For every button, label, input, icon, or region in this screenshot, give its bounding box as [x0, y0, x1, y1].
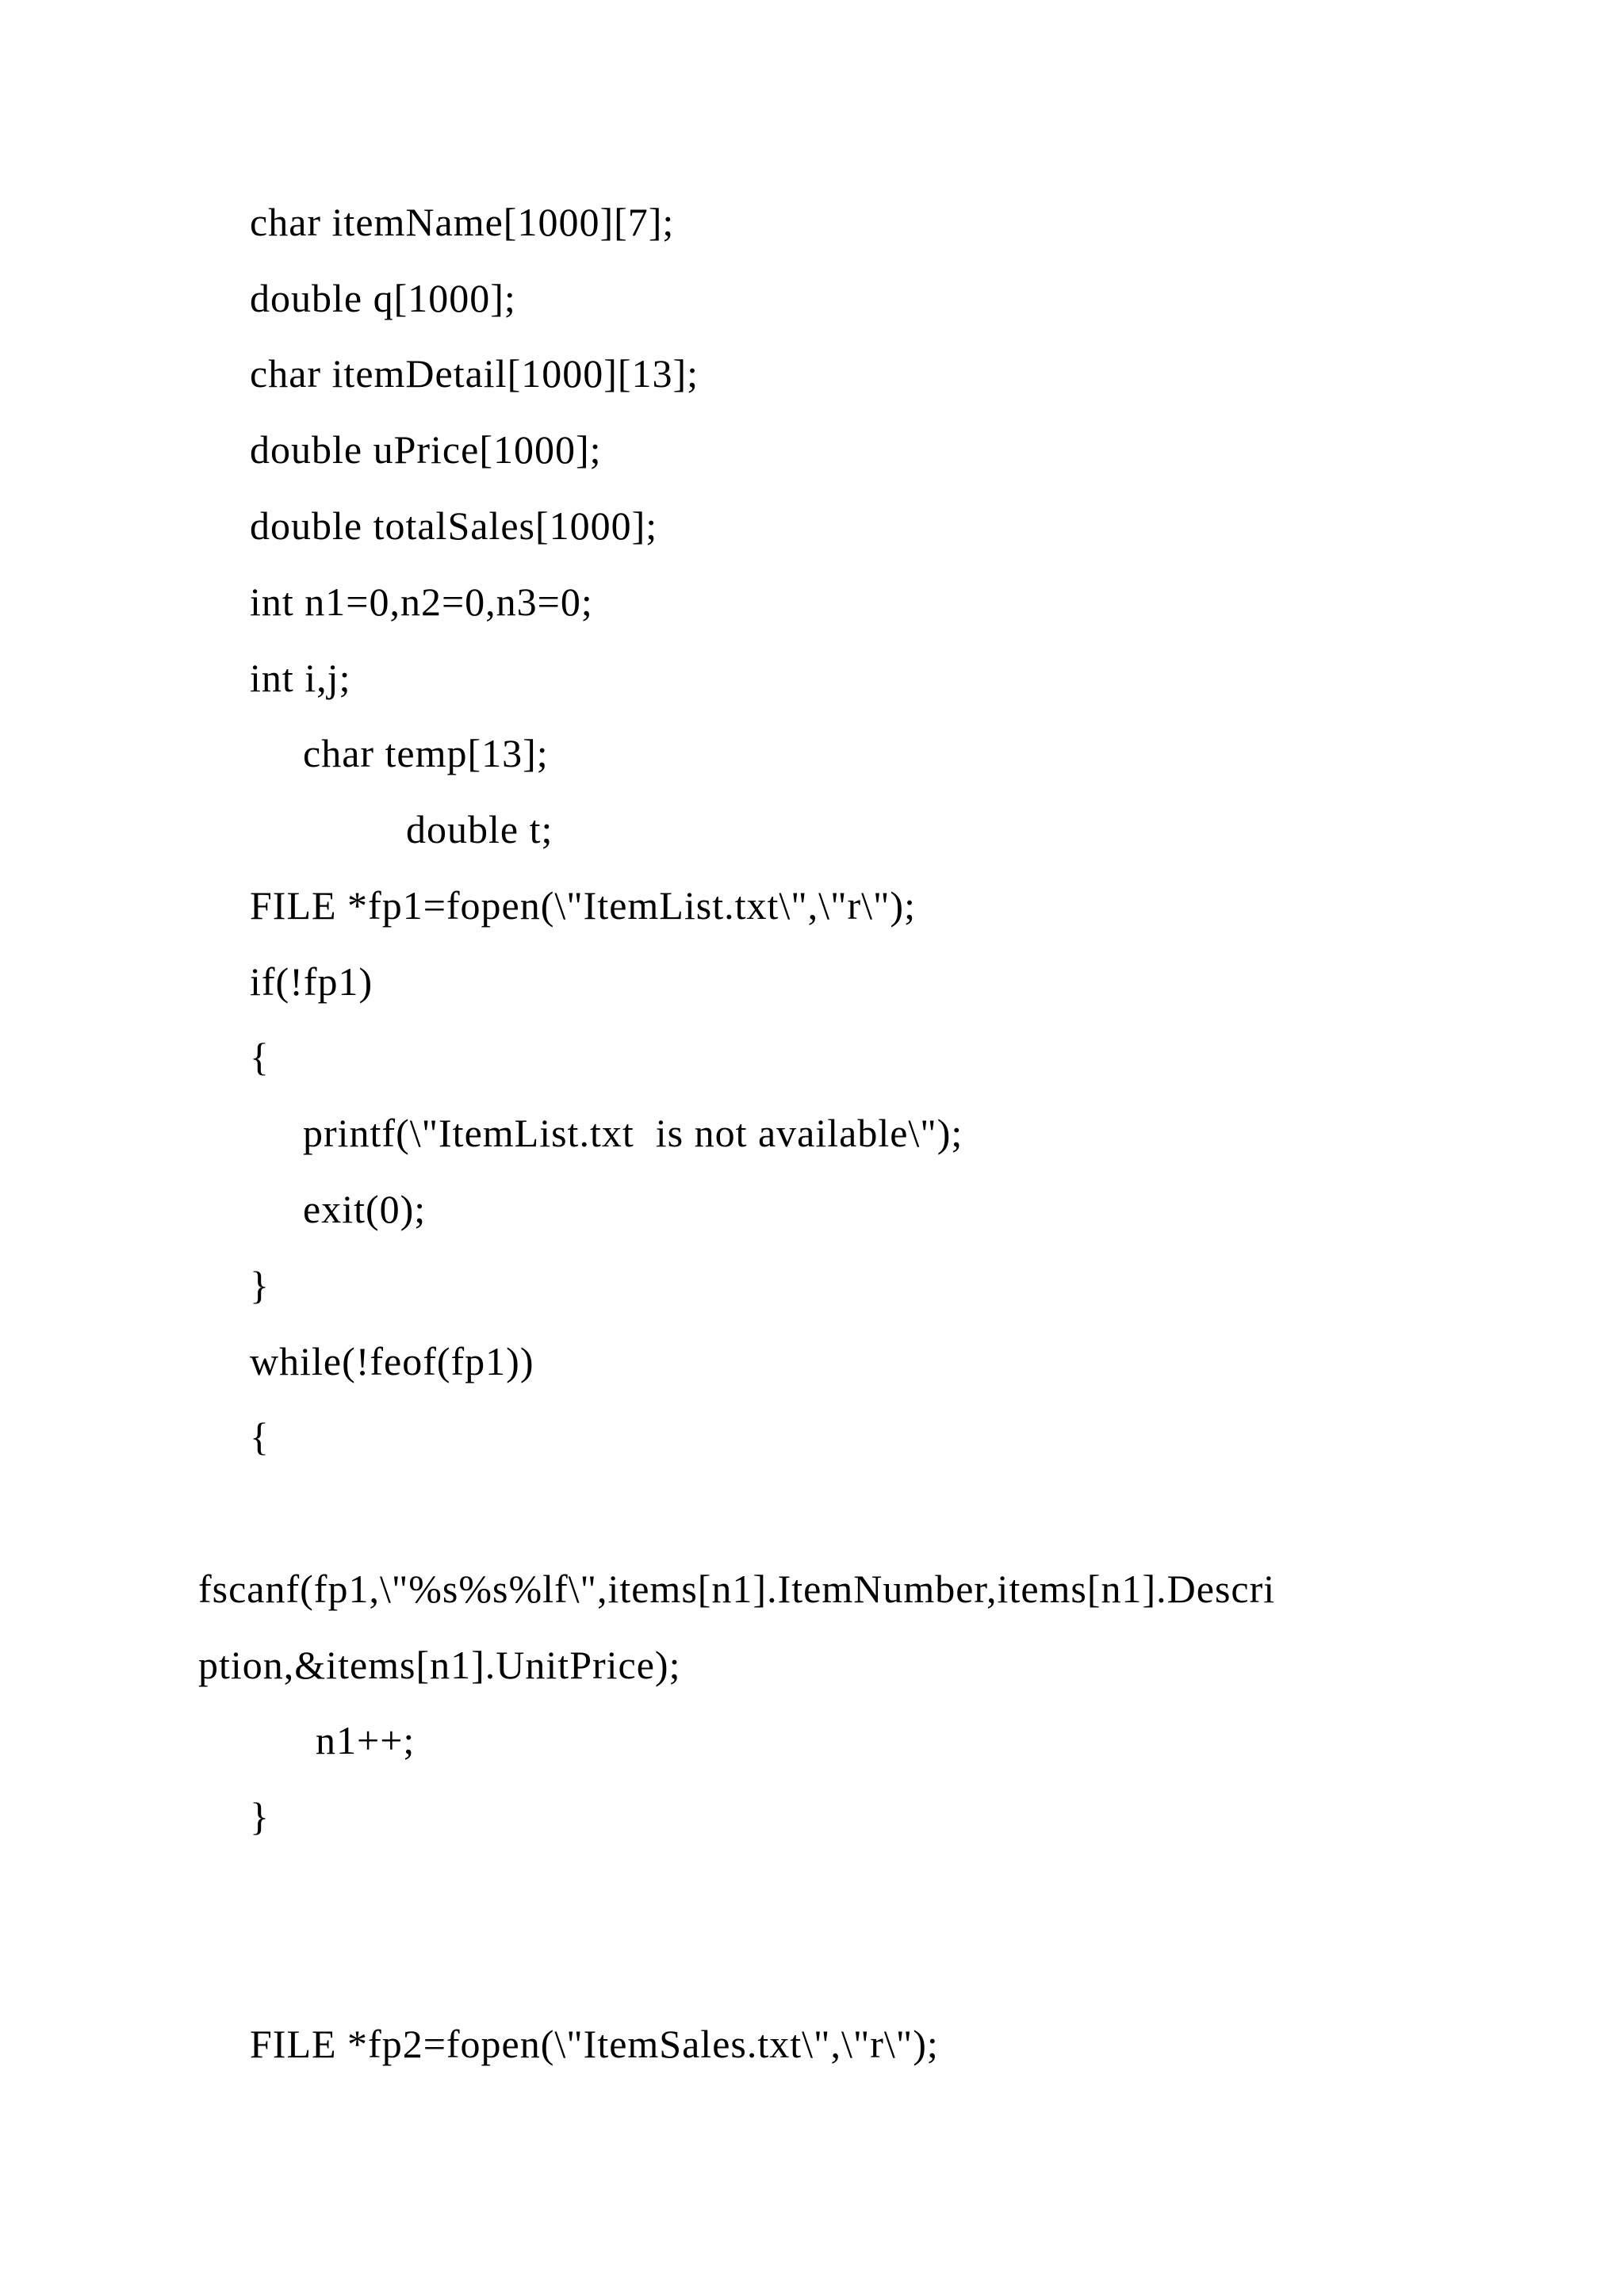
code-line: }: [250, 1794, 270, 1839]
code-line: int n1=0,n2=0,n3=0;: [250, 580, 593, 624]
code-line: double totalSales[1000];: [250, 503, 658, 548]
code-line: ption,&items[n1].UnitPrice);: [198, 1643, 681, 1687]
code-line: {: [250, 1414, 270, 1459]
code-line: if(!fp1): [250, 959, 373, 1004]
code-line: n1++;: [316, 1718, 416, 1762]
code-line: int i,j;: [250, 656, 351, 700]
code-line: while(!feof(fp1)): [250, 1339, 534, 1383]
code-line: fscanf(fp1,\"%s%s%lf\",items[n1].ItemNum…: [198, 1567, 1276, 1611]
code-line: FILE *fp1=fopen(\"ItemList.txt\",\"r\");: [250, 883, 916, 928]
code-line: }: [250, 1263, 270, 1307]
code-line: char itemName[1000][7];: [250, 200, 675, 244]
code-line: FILE *fp2=fopen(\"ItemSales.txt\",\"r\")…: [250, 2022, 939, 2066]
code-line: {: [250, 1035, 270, 1079]
code-line: char itemDetail[1000][13];: [250, 351, 699, 396]
code-line: char temp[13];: [303, 731, 549, 775]
code-line: exit(0);: [303, 1187, 427, 1231]
code-line: double q[1000];: [250, 276, 516, 320]
code-line: double uPrice[1000];: [250, 427, 602, 472]
code-line: printf(\"ItemList.txt is not available\"…: [303, 1111, 963, 1155]
code-line: double t;: [406, 807, 553, 851]
